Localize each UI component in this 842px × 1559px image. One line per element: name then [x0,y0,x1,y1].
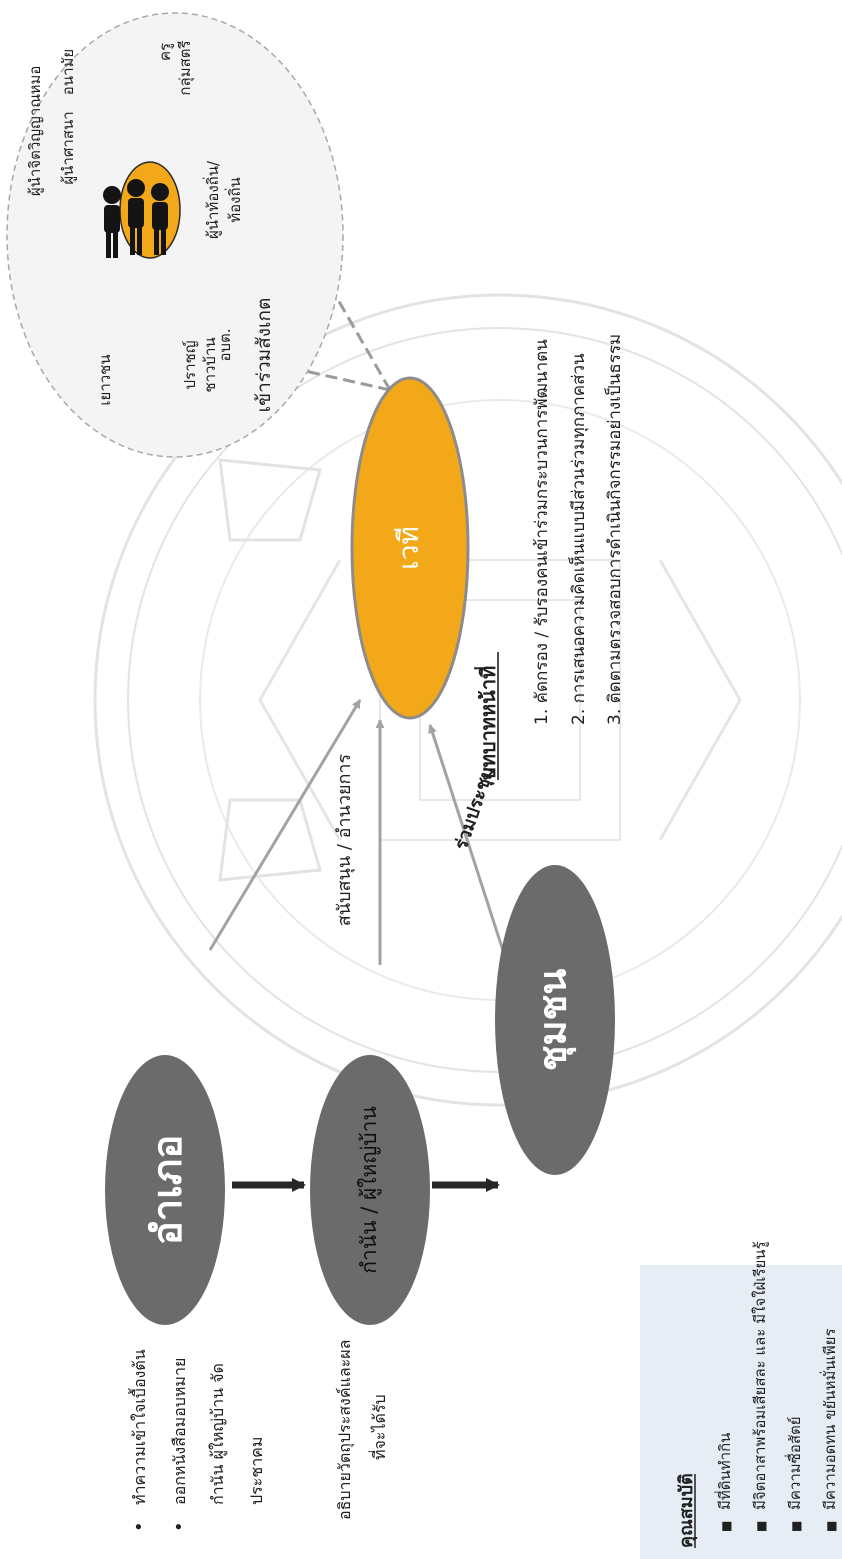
qualification-item: มีความซื่อสัตย์ [784,1416,804,1510]
observer-labels: ผู้นำจิตวิญญาณ ผู้นำศาสนา หมอ อนามัย ครู… [26,40,244,405]
observer-label: อบต. [216,328,234,361]
connectors [208,264,542,1192]
observer-label: ชาวบ้าน [201,337,219,392]
people-icon [103,179,169,258]
amphoe-note: กำนัน ผู้ใหญ่บ้าน จัด [208,1363,228,1505]
qualification-bullet: ■ [754,1521,768,1532]
node-headman-label: กำนัน / ผู้ใหญ่บ้าน [357,1106,382,1273]
amphoe-note: ประชาคม [247,1437,266,1505]
observer-label: ท้องถิ่น [224,177,244,223]
arrow-amphoe-to-forum [208,699,362,951]
qualification-item: มีที่ดินทำกิน [714,1433,734,1510]
node-amphoe-label: อำเภอ [145,1135,191,1246]
observer-label: กลุ่มสตรี [176,40,195,95]
node-community [495,865,615,1175]
arrow-forum-observer-1 [264,360,391,392]
roles-item: 1. คัดกรอง / รับรองคนเข้าร่วมกระบวนการพั… [532,339,552,725]
observer-label: หมอ [26,66,44,95]
qualification-panel [640,1265,842,1559]
amphoe-note-bullet: • [129,1521,150,1532]
qualifications-heading: คุณสมบัติ [676,1473,698,1548]
support-label: สนับสนุน / อำนวยการ [334,753,355,926]
observer-label: อนามัย [59,49,77,95]
observer-label: เยาวชน [96,354,114,405]
qualification-item: มีจิตอาสาพร้อมเสียสละ และ มีใจใฝ่เรียนรู… [751,1241,769,1510]
headman-note: ที่จะได้รับ [368,1394,389,1460]
observer-label: ผู้นำจิตวิญญาณ [26,94,44,196]
observer-label: ครู [156,43,174,61]
qualification-bullet: ■ [789,1521,803,1532]
node-amphoe [105,1055,225,1325]
headman-note: อธิบายวัตถุประสงค์และผล [335,1340,355,1520]
node-community-label: ชุมชน [531,969,577,1072]
amphoe-note: ทำความเข้าใจเบื้องต้น [128,1349,149,1505]
node-forum [350,376,470,720]
roles-item: 3. ติดตามตรวจสอบการดำเนินกิจกรรมอย่างเป็… [603,334,625,725]
roles-heading: บทบาทหน้าที่ [473,666,500,780]
observer-label: ผู้นำศาสนา [59,111,77,184]
amphoe-note-bullet: • [169,1521,190,1532]
observe-label: เข้าร่วมสังเกต [253,298,275,413]
qualification-item: มีความอดทน ขยันหมั่นเพียร [819,1328,839,1510]
arrow-forum-observer-2 [316,264,392,391]
observer-label: ปราชญ์ [181,341,199,390]
amphoe-note: ออกหนังสือมอบหมาย [170,1358,189,1505]
node-headman [310,1055,430,1325]
qualification-bullet: ■ [824,1521,838,1532]
roles-item: 2. การเสนอความคิดเห็นแบบมีส่วนร่วมทุกภาค… [567,353,589,725]
node-forum-label: เวที [392,526,425,570]
qualification-bullet: ■ [719,1521,733,1532]
observer-label: ผู้นำท้องถิ่น/ [202,160,222,239]
